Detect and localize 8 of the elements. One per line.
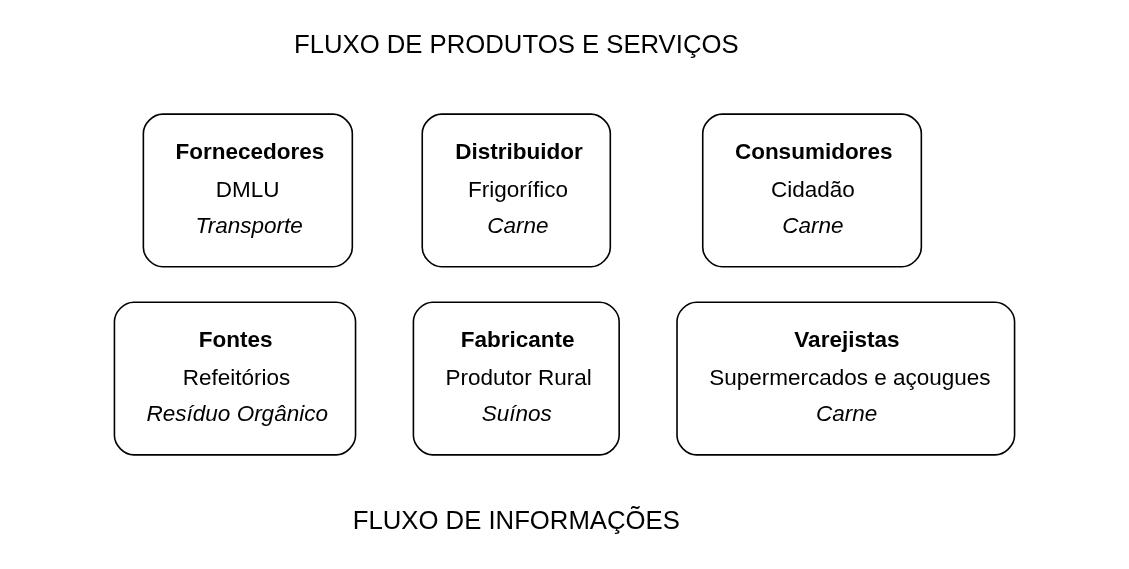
node-box: Varejistas Supermercados e açougues Carne [676,301,1016,456]
node-box: Fornecedores DMLU Transporte [142,113,354,268]
node-box: Distribuidor Frigorífico Carne [421,113,612,268]
node-box: Fontes Refeitórios Resíduo Orgânico [113,301,357,456]
label: FLUXO DE INFORMAÇÕES [352,505,680,534]
node-box: Consumidores Cidadão Carne [701,113,923,268]
label: FLUXO DE PRODUTOS E SERVIÇOS [293,29,739,58]
node-box: Fabricante Produtor Rural Suínos [412,301,620,456]
